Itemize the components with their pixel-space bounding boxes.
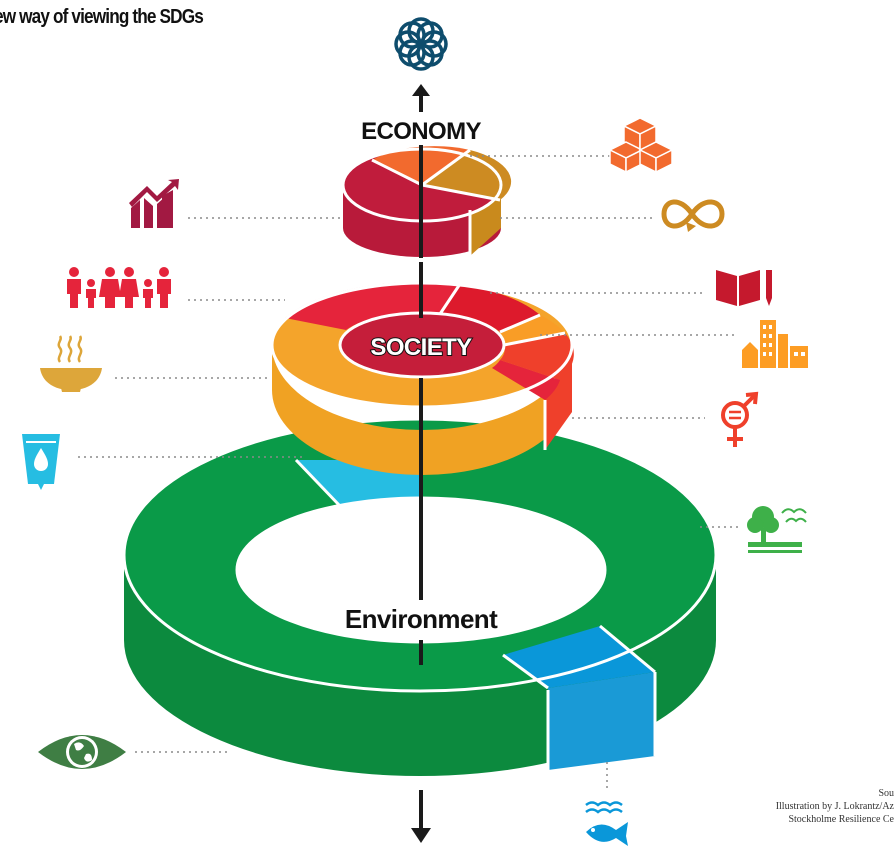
city-icon — [742, 320, 808, 368]
society-segment-4 — [500, 333, 574, 380]
infinity-arrow — [686, 222, 696, 232]
society-ring — [270, 281, 574, 475]
fish-waves-icon — [585, 801, 628, 846]
economy-label: ECONOMY — [361, 118, 481, 145]
axis-arrow-down — [411, 828, 431, 843]
growth-chart-icon — [129, 179, 179, 228]
society-segment-2 — [440, 284, 540, 332]
society-segment-5 — [492, 360, 560, 400]
family-icon — [67, 267, 171, 308]
society-label: SOCIETY — [370, 334, 472, 361]
society-segment-3 — [500, 315, 565, 345]
food-bowl-icon — [40, 335, 102, 392]
axis-arrow-up — [412, 84, 430, 96]
credit-line-1: Sou — [878, 788, 894, 799]
illustration-credit: Sou Illustration by J. Lokrantz/Az Stock… — [684, 787, 894, 826]
water-drop-glass-icon — [22, 434, 60, 490]
infinity-icon — [661, 199, 725, 229]
credit-line-3: Stockholme Resilience Ce — [788, 814, 894, 825]
diagram-title: ew way of viewing the SDGs — [0, 6, 204, 28]
environment-label: Environment — [345, 604, 498, 634]
gender-equality-icon — [721, 391, 759, 447]
tree-birds-icon — [747, 506, 807, 553]
cubes-icon — [608, 117, 674, 174]
sdg-wheel-icon — [394, 17, 448, 71]
ocean-segment-side — [548, 672, 655, 770]
economy-cake — [341, 146, 512, 257]
leader-lines — [78, 155, 740, 792]
credit-line-2: Illustration by J. Lokrantz/Az — [775, 801, 894, 812]
society-segment-1 — [285, 281, 460, 330]
eye-globe-icon — [38, 735, 126, 769]
book-pencil-icon — [716, 270, 772, 306]
